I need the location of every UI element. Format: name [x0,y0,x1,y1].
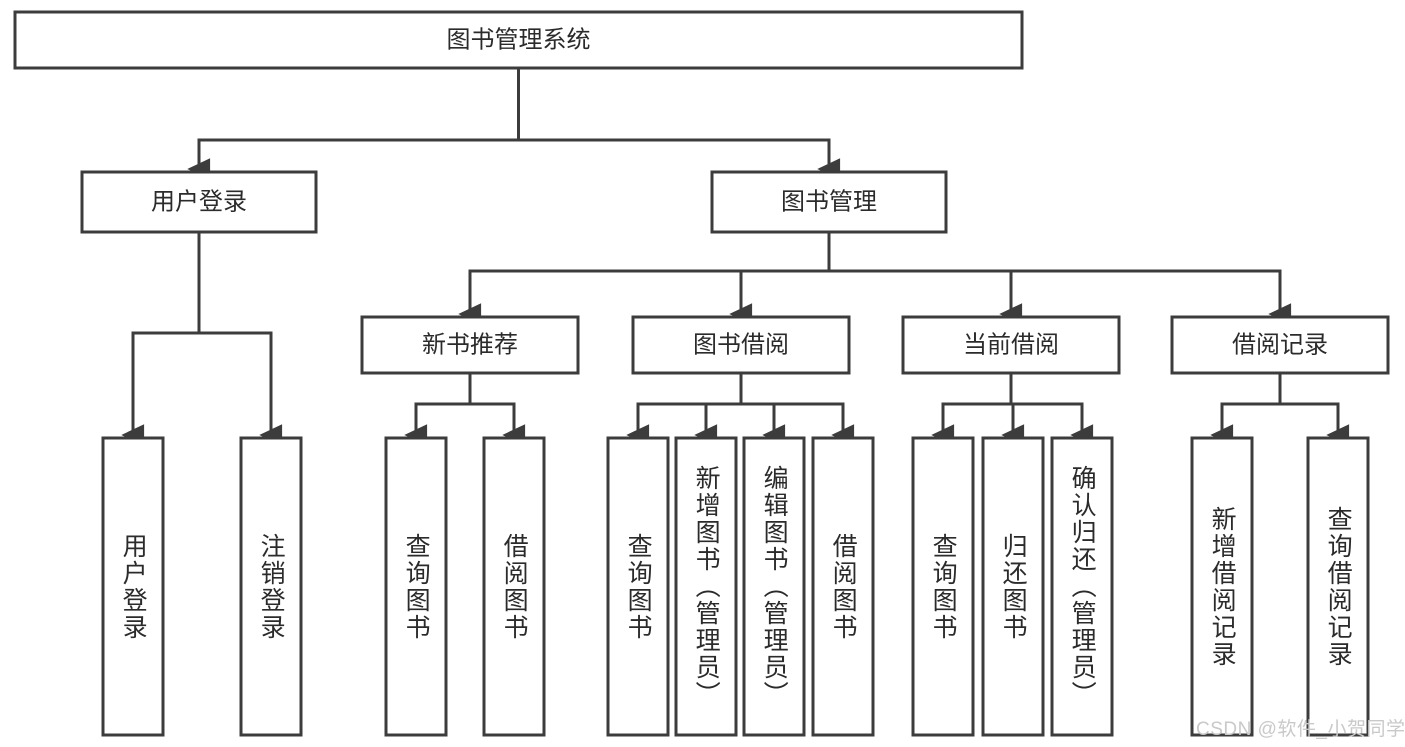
node-leaf-query-book-3[interactable] [911,436,975,737]
node-box-current-borrow [901,315,1121,375]
node-box-leaf-query-book-3 [911,436,975,737]
node-label-user-login: 用户登录 [151,188,247,215]
edges-layer [121,66,1350,446]
node-leaf-borrow-book-1[interactable] [482,436,546,737]
node-label-new-book-rec: 新书推荐 [422,331,518,358]
node-box-leaf-borrow-book-2 [811,436,875,737]
node-leaf-add-record[interactable] [1190,436,1254,737]
node-leaf-query-book-2[interactable] [606,436,670,737]
node-current-borrow[interactable]: 当前借阅 [901,315,1121,375]
node-user-login[interactable]: 用户登录 [80,170,318,234]
node-box-leaf-user-login [101,436,165,737]
node-box-book-borrow [631,315,851,375]
node-box-leaf-query-book-2 [606,436,670,737]
node-leaf-user-logout[interactable] [239,436,303,737]
node-label-book-borrow: 图书借阅 [693,331,789,358]
node-box-book-manage [710,170,948,234]
node-label-book-manage: 图书管理 [781,188,877,215]
node-box-leaf-query-book-1 [384,436,448,737]
node-leaf-return-book[interactable] [981,436,1045,737]
node-book-borrow[interactable]: 图书借阅 [631,315,851,375]
node-new-book-rec[interactable]: 新书推荐 [360,315,580,375]
csdn-watermark: CSDN @软件_小贺同学 [1196,719,1405,740]
node-label-current-borrow: 当前借阅 [963,331,1059,358]
node-leaf-borrow-book-2[interactable] [811,436,875,737]
node-leaf-query-record[interactable] [1306,436,1370,737]
node-box-leaf-add-record [1190,436,1254,737]
node-box-new-book-rec [360,315,580,375]
node-root[interactable]: 图书管理系统 [13,10,1024,70]
node-box-root [13,10,1024,70]
node-box-leaf-add-book [674,436,738,737]
node-box-leaf-confirm-return [1050,436,1114,737]
node-leaf-add-book[interactable] [674,436,738,737]
node-box-user-login [80,170,318,234]
node-borrow-record[interactable]: 借阅记录 [1170,315,1390,375]
node-box-leaf-user-logout [239,436,303,737]
node-box-borrow-record [1170,315,1390,375]
node-leaf-user-login[interactable] [101,436,165,737]
node-leaf-query-book-1[interactable] [384,436,448,737]
node-box-leaf-return-book [981,436,1045,737]
node-label-root: 图书管理系统 [447,26,591,53]
node-leaf-edit-book[interactable] [742,436,806,737]
node-leaf-confirm-return[interactable] [1050,436,1114,737]
node-box-leaf-borrow-book-1 [482,436,546,737]
node-book-manage[interactable]: 图书管理 [710,170,948,234]
node-label-borrow-record: 借阅记录 [1232,331,1328,358]
node-box-leaf-edit-book [742,436,806,737]
node-box-leaf-query-record [1306,436,1370,737]
